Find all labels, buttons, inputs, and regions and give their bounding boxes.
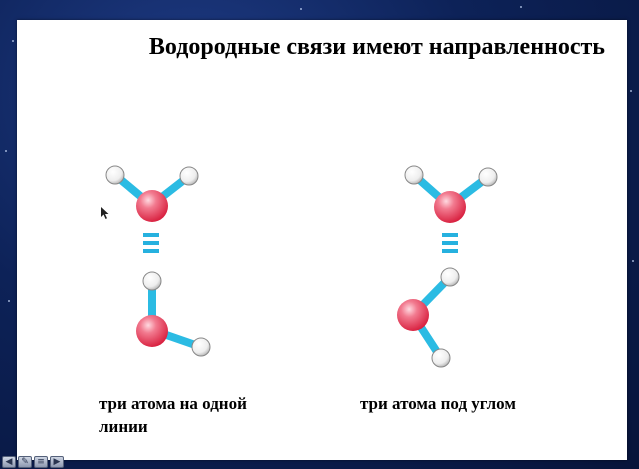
hbond-dash xyxy=(442,249,458,253)
hbond-dash xyxy=(143,249,159,253)
slide-title: Водородные связи имеют направленность xyxy=(148,34,605,60)
water-molecule-top-left xyxy=(105,165,199,222)
star xyxy=(5,150,7,152)
hydrogen-bond-right xyxy=(442,233,458,253)
hydrogen-atom xyxy=(404,165,424,185)
pen-icon[interactable]: ✎ xyxy=(18,456,32,468)
hbond-dash xyxy=(442,233,458,237)
hydrogen-bond-diagram xyxy=(101,165,498,368)
water-molecule-bottom-right xyxy=(397,267,460,368)
hydrogen-atom xyxy=(179,166,199,186)
oxygen-atom xyxy=(136,190,168,222)
oxygen-atom xyxy=(397,299,429,331)
hbond-dash xyxy=(442,241,458,245)
slideshow-toolbar: ◀ ✎ ≡ ▶ xyxy=(0,455,92,469)
oxygen-atom xyxy=(434,191,466,223)
star xyxy=(630,90,632,92)
caption-linear: три атома на одной линии xyxy=(99,394,247,436)
star xyxy=(520,6,522,8)
hydrogen-atom xyxy=(431,348,451,368)
hydrogen-bond-left xyxy=(143,233,159,253)
hydrogen-atom xyxy=(191,337,211,357)
caption-angled: три атома под углом xyxy=(360,394,516,413)
star xyxy=(8,300,10,302)
hydrogen-atom xyxy=(478,167,498,187)
hbond-dash xyxy=(143,233,159,237)
arrow-left-icon[interactable]: ◀ xyxy=(2,456,16,468)
arrow-right-icon[interactable]: ▶ xyxy=(50,456,64,468)
slide: Водородные связи имеют направленность xyxy=(17,20,627,460)
mouse-pointer-icon xyxy=(101,207,109,219)
water-molecule-bottom-left xyxy=(136,271,211,357)
star xyxy=(300,8,302,10)
star xyxy=(12,40,14,42)
hydrogen-atom xyxy=(440,267,460,287)
hydrogen-atom xyxy=(105,165,125,185)
menu-icon[interactable]: ≡ xyxy=(34,456,48,468)
hydrogen-atom xyxy=(142,271,162,291)
star xyxy=(632,260,634,262)
hbond-dash xyxy=(143,241,159,245)
water-molecule-top-right xyxy=(404,165,498,223)
oxygen-atom xyxy=(136,315,168,347)
